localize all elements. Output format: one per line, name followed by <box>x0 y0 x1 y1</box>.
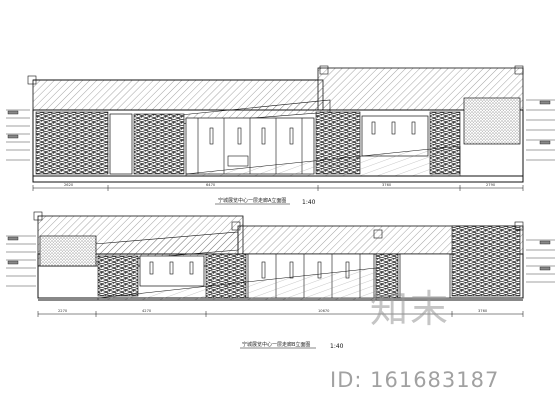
column-markers-a <box>27 65 524 85</box>
dim-b-2: 4270 <box>142 309 152 313</box>
gravel-panel-b <box>39 235 97 267</box>
right-annotations-a <box>526 99 555 161</box>
ceiling-hatch <box>32 79 324 111</box>
dim-b-3: 10670 <box>318 309 330 313</box>
panel-zone-b3 <box>399 253 451 299</box>
dim-b-4: 3760 <box>478 309 488 313</box>
scale-a: 1:40 <box>302 199 316 206</box>
watermark-logo: 知末 <box>370 287 451 331</box>
dim-a-4: 2790 <box>486 183 496 187</box>
dim-b-1: 2270 <box>58 309 68 313</box>
dim-a-2: 6470 <box>206 183 216 187</box>
elevation-b: 2270 4270 10670 3760 宁城展览中心一层走廊B立面图 1:40 <box>6 211 555 350</box>
dimension-line-b <box>37 311 524 317</box>
door-panel-a1 <box>109 113 133 175</box>
dim-a-1: 2620 <box>64 183 74 187</box>
stone-panel-mid <box>133 113 185 175</box>
watermark-id: ID: 161683187 <box>330 368 500 392</box>
stone-panel-left <box>35 111 109 175</box>
left-annotations-b <box>6 235 36 287</box>
elevation-a: 2620 6470 3760 2790 宁城展览中心一层走廊A立面图 1:40 <box>6 65 555 206</box>
wall-slots-b1 <box>149 261 194 275</box>
wall-outline-a <box>32 109 524 183</box>
right-annotations-b <box>526 239 555 283</box>
stone-panel-b1 <box>97 255 139 297</box>
left-annotations-a <box>6 109 30 161</box>
wall-slots-b <box>371 121 416 135</box>
column-markers-b <box>33 211 524 239</box>
caption-a: 宁城展览中心一层走廊A立面图 <box>218 197 286 204</box>
caption-b: 宁城展览中心一层走廊B立面图 <box>242 341 310 348</box>
scale-b: 1:40 <box>330 343 344 350</box>
dim-a-3: 3760 <box>382 183 392 187</box>
stone-panel-b4 <box>451 225 521 297</box>
dimension-line-a <box>32 185 524 191</box>
gravel-panel <box>463 97 521 145</box>
